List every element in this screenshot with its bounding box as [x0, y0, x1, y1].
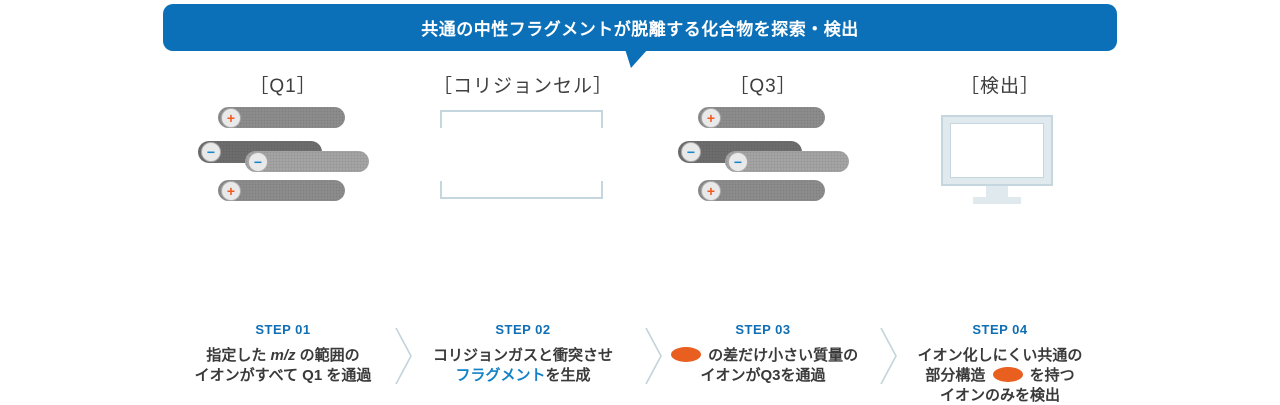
rod-negative-front: −	[725, 151, 849, 172]
section-title-q3: ［Q3］	[729, 76, 797, 97]
step-04-label: STEP 04	[972, 322, 1028, 337]
step-03-label: STEP 03	[735, 322, 791, 337]
monitor-stand-base	[973, 197, 1021, 204]
q3-quadrupole-rods: + − − +	[643, 100, 883, 210]
step-02: STEP 02 コリジョンガスと衝突させフラグメントを生成	[403, 322, 643, 386]
minus-icon: −	[728, 151, 748, 172]
rod-positive-top: +	[698, 107, 825, 128]
neutral-fragment-ellipse-icon	[670, 347, 701, 362]
monitor-icon	[941, 115, 1053, 204]
minus-icon: −	[248, 151, 268, 172]
step-03: STEP 03 の差だけ小さい質量のイオンがQ3を通過	[643, 322, 883, 386]
collision-cell-bottom-bracket	[440, 181, 603, 199]
rod-positive-bottom: +	[218, 180, 345, 201]
minus-icon: −	[681, 142, 701, 162]
step-02-text: コリジョンガスと衝突させフラグメントを生成	[432, 347, 613, 384]
rod-negative-front: −	[245, 151, 369, 172]
step-separator-chevron-icon	[880, 327, 897, 385]
step-separator-chevron-icon	[645, 327, 662, 385]
plus-icon: +	[221, 180, 241, 201]
plus-icon: +	[701, 107, 721, 128]
section-title-collision-cell: ［コリジョンセル］	[432, 76, 613, 97]
banner-tail	[625, 49, 648, 68]
step-01: STEP 01 指定した m/z の範囲のイオンがすべて Q1 を通過	[163, 322, 403, 386]
section-title-q1: ［Q1］	[249, 76, 317, 97]
banner-title: 共通の中性フラグメントが脱離する化合物を探索・検出	[421, 20, 859, 39]
rod-positive-bottom: +	[698, 180, 825, 201]
plus-icon: +	[221, 107, 241, 128]
step-02-label: STEP 02	[495, 322, 551, 337]
monitor-frame	[941, 115, 1053, 186]
minus-icon: −	[201, 142, 221, 162]
rod-positive-top: +	[218, 107, 345, 128]
monitor-stand-neck	[986, 186, 1008, 197]
step-separator-chevron-icon	[395, 327, 412, 385]
step-03-text: の差だけ小さい質量のイオンがQ3を通過	[643, 346, 883, 386]
collision-cell-top-bracket	[440, 110, 603, 128]
step-04: STEP 04 イオン化しにくい共通の部分構造 を持つイオンのみを検出	[880, 322, 1120, 405]
step-04-text: イオン化しにくい共通の部分構造 を持つイオンのみを検出	[917, 347, 1083, 404]
q1-quadrupole-rods: + − − +	[163, 100, 403, 210]
plus-icon: +	[701, 180, 721, 201]
collision-cell-box	[440, 110, 603, 199]
monitor-screen	[950, 123, 1044, 178]
section-title-detection: ［検出］	[959, 76, 1040, 97]
header-banner: 共通の中性フラグメントが脱離する化合物を探索・検出	[163, 4, 1117, 68]
step-01-text: 指定した m/z の範囲のイオンがすべて Q1 を通過	[194, 347, 372, 384]
step-01-label: STEP 01	[255, 322, 311, 337]
neutral-fragment-ellipse-icon	[992, 367, 1023, 382]
